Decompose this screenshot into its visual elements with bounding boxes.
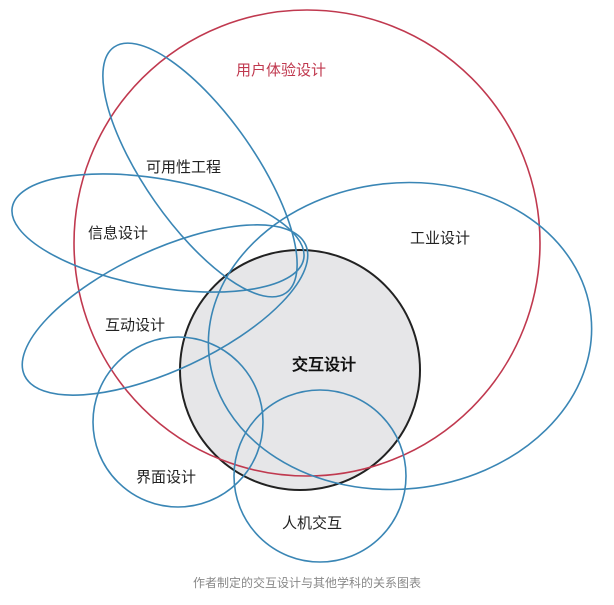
label-usability-engineering: 可用性工程	[146, 158, 221, 176]
information-design-ellipse	[11, 173, 305, 293]
label-ux-design: 用户体验设计	[236, 61, 326, 79]
label-hci: 人机交互	[282, 514, 342, 532]
label-interface-design: 界面设计	[136, 468, 196, 486]
usability-engineering-ellipse	[102, 42, 298, 298]
label-interaction-design: 交互设计	[292, 355, 356, 374]
label-industrial-design: 工业设计	[410, 229, 470, 247]
interaction-design-circle	[179, 249, 421, 491]
interface-design-circle	[92, 336, 264, 508]
hci-circle	[233, 389, 407, 563]
interaction-motion-design-ellipse	[21, 224, 309, 396]
label-information-design: 信息设计	[88, 224, 148, 242]
figure-caption: 作者制定的交互设计与其他学科的关系图表	[193, 575, 421, 590]
ux-design-circle	[73, 9, 541, 477]
label-interaction-motion-design: 互动设计	[105, 316, 165, 334]
industrial-design-ellipse	[207, 181, 593, 491]
